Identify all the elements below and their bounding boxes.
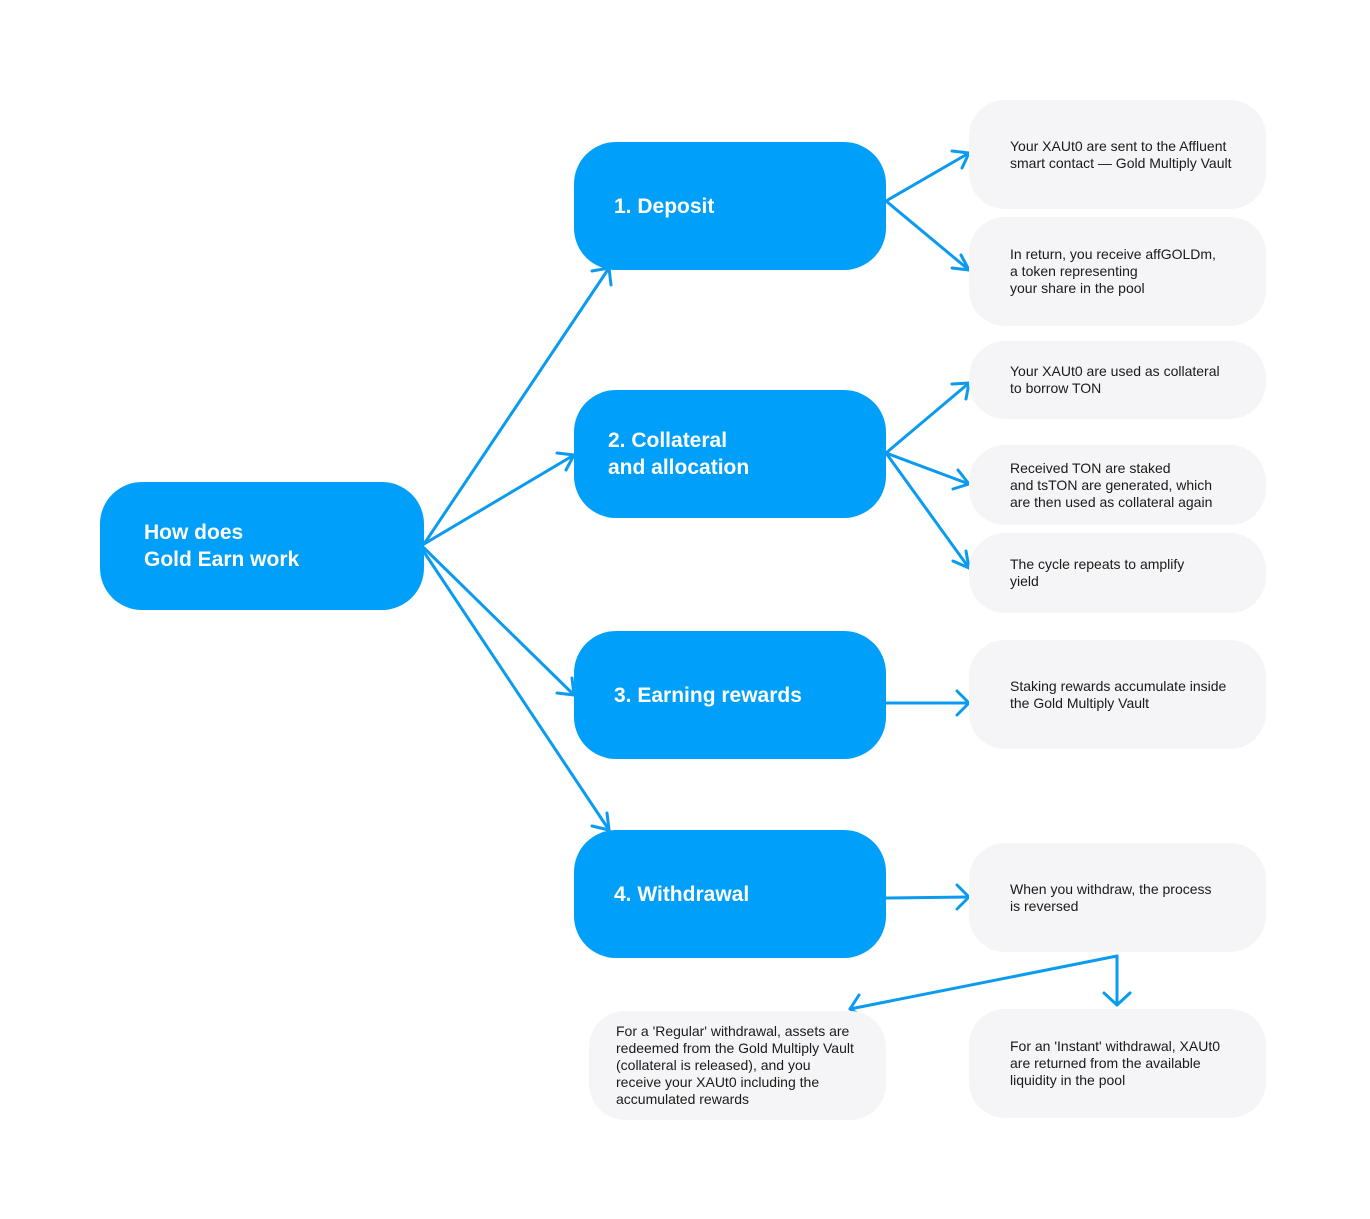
arrow-collateral-to-cycle bbox=[884, 451, 971, 570]
detail-collateral-stake: Received TON are staked and tsTON are ge… bbox=[969, 445, 1266, 525]
detail-collateral-stake-text: Received TON are staked and tsTON are ge… bbox=[1010, 459, 1213, 510]
step-deposit: 1. Deposit bbox=[574, 142, 886, 270]
detail-withdraw-regular-text: For a 'Regular' withdrawal, assets are r… bbox=[616, 1023, 854, 1107]
detail-deposit-receive: In return, you receive affGOLDm, a token… bbox=[969, 217, 1266, 326]
arrow-root-to-deposit bbox=[422, 266, 611, 546]
detail-deposit-sent: Your XAUt0 are sent to the Affluent smar… bbox=[969, 100, 1266, 209]
detail-earning-accumulate: Staking rewards accumulate inside the Go… bbox=[969, 640, 1266, 749]
arrow-reversed-to-regular bbox=[848, 954, 1119, 1011]
root-node: How does Gold Earn work bbox=[100, 482, 424, 610]
step-earning: 3. Earning rewards bbox=[574, 631, 886, 759]
detail-withdraw-instant: For an 'Instant' withdrawal, XAUt0 are r… bbox=[969, 1009, 1266, 1118]
arrow-withdrawal-to-reversed bbox=[884, 895, 971, 900]
detail-deposit-receive-text: In return, you receive affGOLDm, a token… bbox=[1010, 246, 1216, 296]
arrowhead-reversed-to-instant bbox=[1102, 991, 1132, 1007]
step-collateral-label: 2. Collateral and allocation bbox=[608, 429, 750, 479]
arrow-collateral-to-borrow bbox=[884, 381, 971, 455]
arrowhead-collateral-to-cycle bbox=[951, 549, 971, 570]
step-withdrawal: 4. Withdrawal bbox=[574, 830, 886, 958]
root-node-label: How does Gold Earn work bbox=[144, 521, 300, 571]
arrow-root-to-earning bbox=[422, 546, 576, 697]
step-deposit-label: 1. Deposit bbox=[614, 194, 715, 218]
step-earning-label: 3. Earning rewards bbox=[614, 683, 802, 707]
detail-withdraw-reversed-text: When you withdraw, the process is revers… bbox=[1010, 880, 1212, 914]
detail-collateral-cycle-text: The cycle repeats to amplify yield bbox=[1010, 556, 1185, 589]
detail-withdraw-reversed: When you withdraw, the process is revers… bbox=[969, 843, 1266, 952]
detail-withdraw-regular: For a 'Regular' withdrawal, assets are r… bbox=[589, 1011, 886, 1120]
arrow-collateral-to-stake bbox=[884, 451, 971, 486]
step-withdrawal-label: 4. Withdrawal bbox=[614, 882, 750, 906]
detail-withdraw-instant-text: For an 'Instant' withdrawal, XAUt0 are r… bbox=[1010, 1038, 1220, 1088]
step-collateral: 2. Collateral and allocation bbox=[574, 390, 886, 518]
detail-collateral-borrow-text: Your XAUt0 are used as collateral to bor… bbox=[1010, 363, 1220, 396]
arrow-deposit-to-receive bbox=[884, 199, 971, 272]
arrow-root-to-collateral bbox=[422, 453, 576, 546]
arrow-root-to-withdrawal bbox=[422, 550, 611, 832]
detail-deposit-sent-text: Your XAUt0 are sent to the Affluent smar… bbox=[1010, 137, 1232, 171]
detail-collateral-borrow: Your XAUt0 are used as collateral to bor… bbox=[969, 341, 1266, 419]
arrow-deposit-to-sent bbox=[884, 151, 971, 203]
detail-earning-accumulate-text: Staking rewards accumulate inside the Go… bbox=[1010, 677, 1227, 711]
detail-collateral-cycle: The cycle repeats to amplify yield bbox=[969, 533, 1266, 613]
